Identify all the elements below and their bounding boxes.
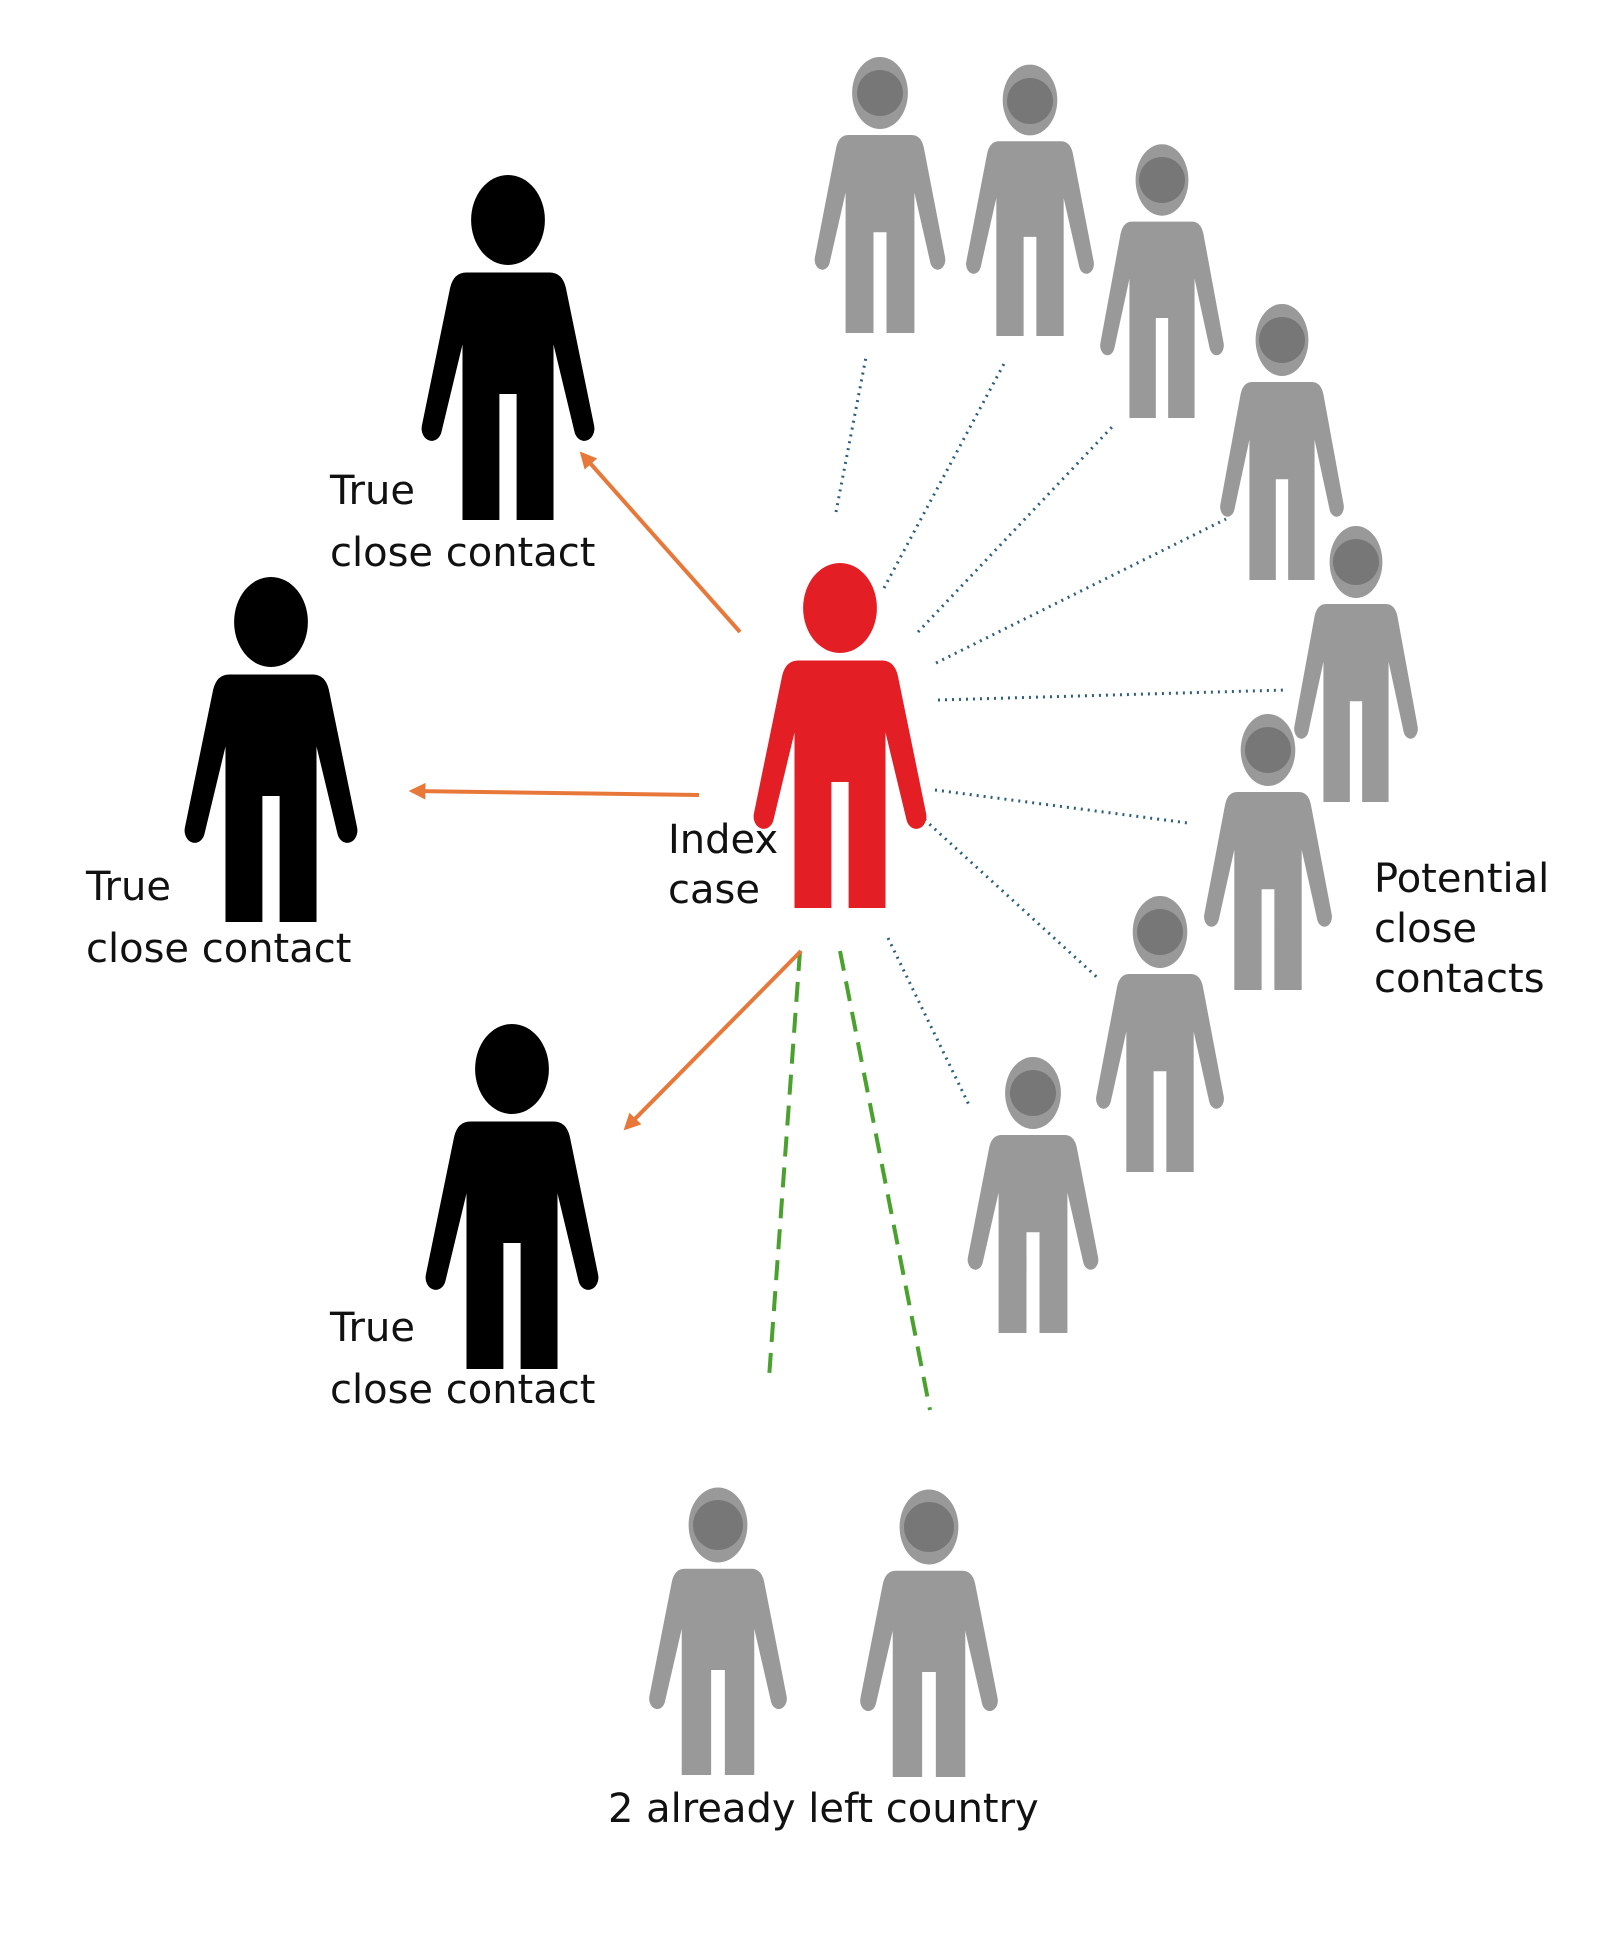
label-line: close contact: [330, 530, 596, 576]
label-line: True: [86, 864, 171, 910]
true-contact-top-label: True close contact: [330, 460, 595, 584]
index-case-person-icon: [753, 563, 927, 908]
left-country-links: [767, 950, 932, 1411]
left-country-contacts: [649, 1487, 998, 1777]
index-case-label: Index case: [668, 815, 778, 915]
potential-contacts-label: Potential close contacts: [1374, 854, 1549, 1004]
true-contact-bottom-label: True close contact: [330, 1297, 595, 1421]
label-line: close: [1374, 906, 1478, 952]
arrow-to-middle-contact: [408, 782, 700, 800]
potential-contacts: [814, 56, 1418, 1333]
link-line: [916, 425, 1114, 634]
left-country-label: 2 already left country: [608, 1778, 1039, 1840]
link-line: [834, 356, 868, 513]
label-line: True: [330, 468, 415, 514]
label-line: True: [330, 1305, 415, 1351]
arrow-to-top-contact: [579, 451, 742, 634]
label-line: Potential: [1374, 856, 1550, 902]
link-line: [882, 359, 1008, 589]
link-line: [767, 950, 802, 1379]
potential-contact-heads: [857, 70, 1379, 1116]
link-line: [838, 950, 932, 1411]
arrow-to-bottom-contact: [623, 949, 803, 1131]
link-line: [912, 808, 1102, 982]
link-line: [935, 517, 1227, 665]
link-line: [934, 788, 1189, 825]
label-line: case: [668, 867, 760, 913]
left-country-heads: [693, 1500, 954, 1552]
label-line: close contact: [330, 1367, 596, 1413]
label-line: contacts: [1374, 956, 1545, 1002]
potential-contact-links: [834, 356, 1287, 1108]
true-contact-middle-label: True close contact: [86, 856, 351, 980]
link-line: [886, 937, 972, 1108]
label-line: Index: [668, 817, 779, 863]
label-line: 2 already left country: [608, 1786, 1039, 1832]
label-line: close contact: [86, 926, 352, 972]
link-line: [937, 688, 1287, 702]
true-contact-arrows: [408, 451, 803, 1131]
